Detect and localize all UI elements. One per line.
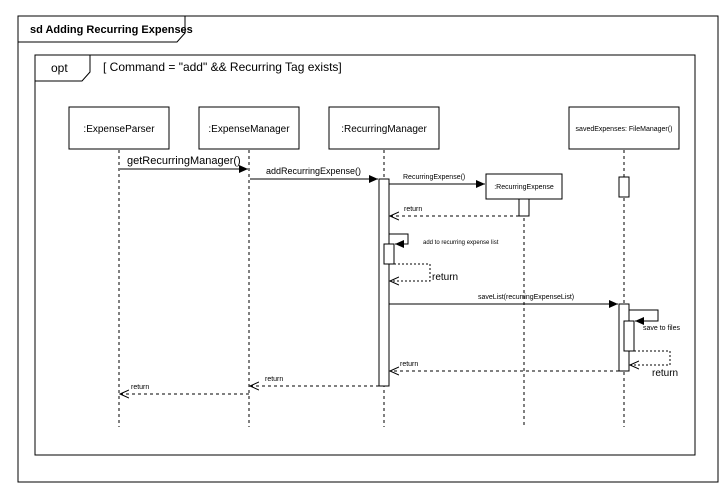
message-self-add-return-label: return bbox=[432, 272, 458, 283]
message-self-save-return: return bbox=[630, 350, 678, 379]
message-create-recurring-expense-label: RecurringExpense() bbox=[403, 174, 465, 181]
message-return-from-recurring-expense: return bbox=[390, 206, 519, 216]
message-return-to-expense-parser-label: return bbox=[131, 384, 149, 391]
message-add-recurring-expense-label: addRecurringExpense() bbox=[266, 166, 361, 176]
lifeline-recurring-expense-label: :RecurringExpense bbox=[494, 184, 554, 191]
message-add-recurring-expense: addRecurringExpense() bbox=[250, 166, 378, 183]
opt-fragment-tab bbox=[35, 54, 91, 82]
activation-bars bbox=[378, 176, 635, 387]
message-self-save-to-files-label: save to files bbox=[643, 325, 680, 332]
lifeline-file-manager: savedExpenses: FileManager() bbox=[568, 106, 680, 150]
lifeline-recurring-manager: :RecurringManager bbox=[328, 106, 440, 150]
opt-fragment: opt [ Command = "add" && Recurring Tag e… bbox=[34, 54, 696, 456]
message-self-add-return: return bbox=[390, 263, 458, 283]
message-save-list-label: saveList(recurringExpenseList) bbox=[478, 294, 574, 301]
message-create-recurring-expense: RecurringExpense() bbox=[389, 174, 485, 188]
message-self-add-to-list-label: add to recurring expense list bbox=[423, 240, 499, 246]
activation-recurring-manager-self bbox=[383, 243, 395, 265]
lifeline-file-manager-label: savedExpenses: FileManager() bbox=[576, 126, 673, 133]
message-save-list: saveList(recurringExpenseList) bbox=[389, 294, 618, 308]
lifeline-recurring-manager-label: :RecurringManager bbox=[341, 124, 427, 135]
opt-guard: [ Command = "add" && Recurring Tag exist… bbox=[103, 60, 342, 74]
opt-operator: opt bbox=[51, 61, 68, 75]
activation-file-manager-self bbox=[623, 320, 635, 352]
message-self-save-return-label: return bbox=[652, 368, 678, 379]
activation-recurring-manager bbox=[378, 178, 390, 387]
message-return-to-expense-manager: return bbox=[250, 376, 379, 386]
message-return-to-expense-manager-label: return bbox=[265, 376, 283, 383]
lifeline-expense-manager: :ExpenseManager bbox=[198, 106, 300, 150]
message-return-to-expense-parser: return bbox=[120, 384, 249, 394]
activation-recurring-expense bbox=[518, 198, 530, 217]
message-self-save-to-files: save to files bbox=[629, 309, 680, 332]
message-self-add-to-list: add to recurring expense list bbox=[389, 233, 499, 248]
lifeline-recurring-expense: :RecurringExpense bbox=[485, 173, 563, 200]
message-get-recurring-manager: getRecurringManager() bbox=[120, 155, 248, 173]
lifeline-expense-parser-label: :ExpenseParser bbox=[83, 124, 155, 135]
sd-frame-title: sd Adding Recurring Expenses bbox=[30, 24, 193, 36]
sd-frame: sd Adding Recurring Expenses bbox=[17, 15, 719, 483]
message-return-to-recurring-manager: return bbox=[390, 361, 619, 371]
message-return-to-recurring-manager-label: return bbox=[400, 361, 418, 368]
sd-frame-tab bbox=[18, 15, 186, 43]
lifeline-expense-manager-label: :ExpenseManager bbox=[208, 124, 290, 135]
lifeline-expense-parser: :ExpenseParser bbox=[68, 106, 170, 150]
activation-file-manager-early bbox=[618, 176, 630, 198]
message-return-from-recurring-expense-label: return bbox=[404, 206, 422, 213]
message-get-recurring-manager-label: getRecurringManager() bbox=[127, 155, 241, 167]
